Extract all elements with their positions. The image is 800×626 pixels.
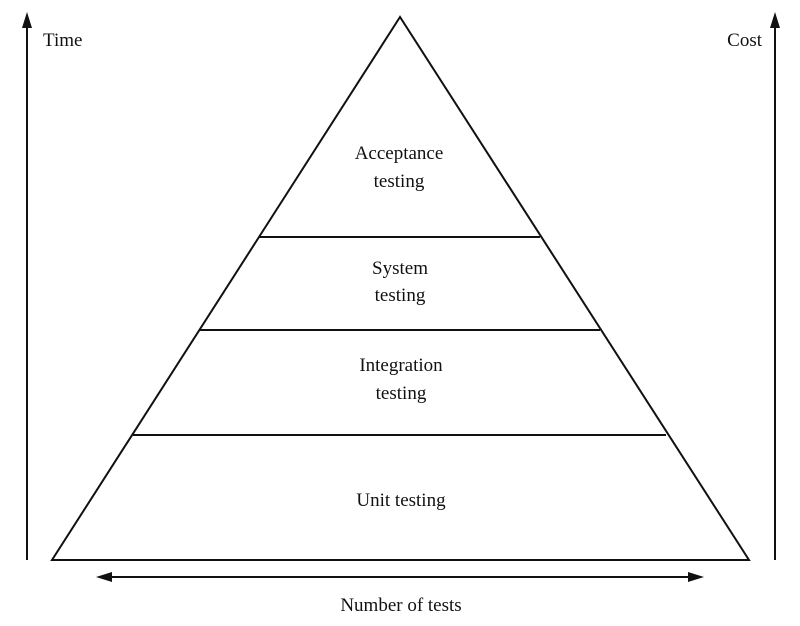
- layer-label-line2: testing: [376, 383, 427, 404]
- time-axis-arrow: [22, 12, 32, 560]
- pyramid-outline: [50, 15, 751, 561]
- layer-system-testing: System testing: [372, 258, 428, 306]
- cost-axis-arrow: [770, 12, 780, 560]
- layer-integration-testing: Integration testing: [359, 355, 443, 404]
- time-axis-label: Time: [43, 30, 82, 51]
- layer-unit-testing: Unit testing: [356, 490, 446, 511]
- cost-axis-label: Cost: [727, 30, 763, 51]
- layer-label-line1: Unit testing: [356, 490, 446, 511]
- layer-label-line2: testing: [374, 171, 425, 192]
- layer-acceptance-testing: Acceptance testing: [355, 143, 444, 192]
- layer-label-line1: System: [372, 258, 428, 279]
- layer-label-line1: Acceptance: [355, 143, 444, 164]
- number-of-tests-label: Number of tests: [340, 595, 461, 616]
- layer-label-line2: testing: [375, 285, 426, 306]
- layer-label-line1: Integration: [359, 355, 443, 376]
- number-of-tests-arrow: [96, 572, 704, 582]
